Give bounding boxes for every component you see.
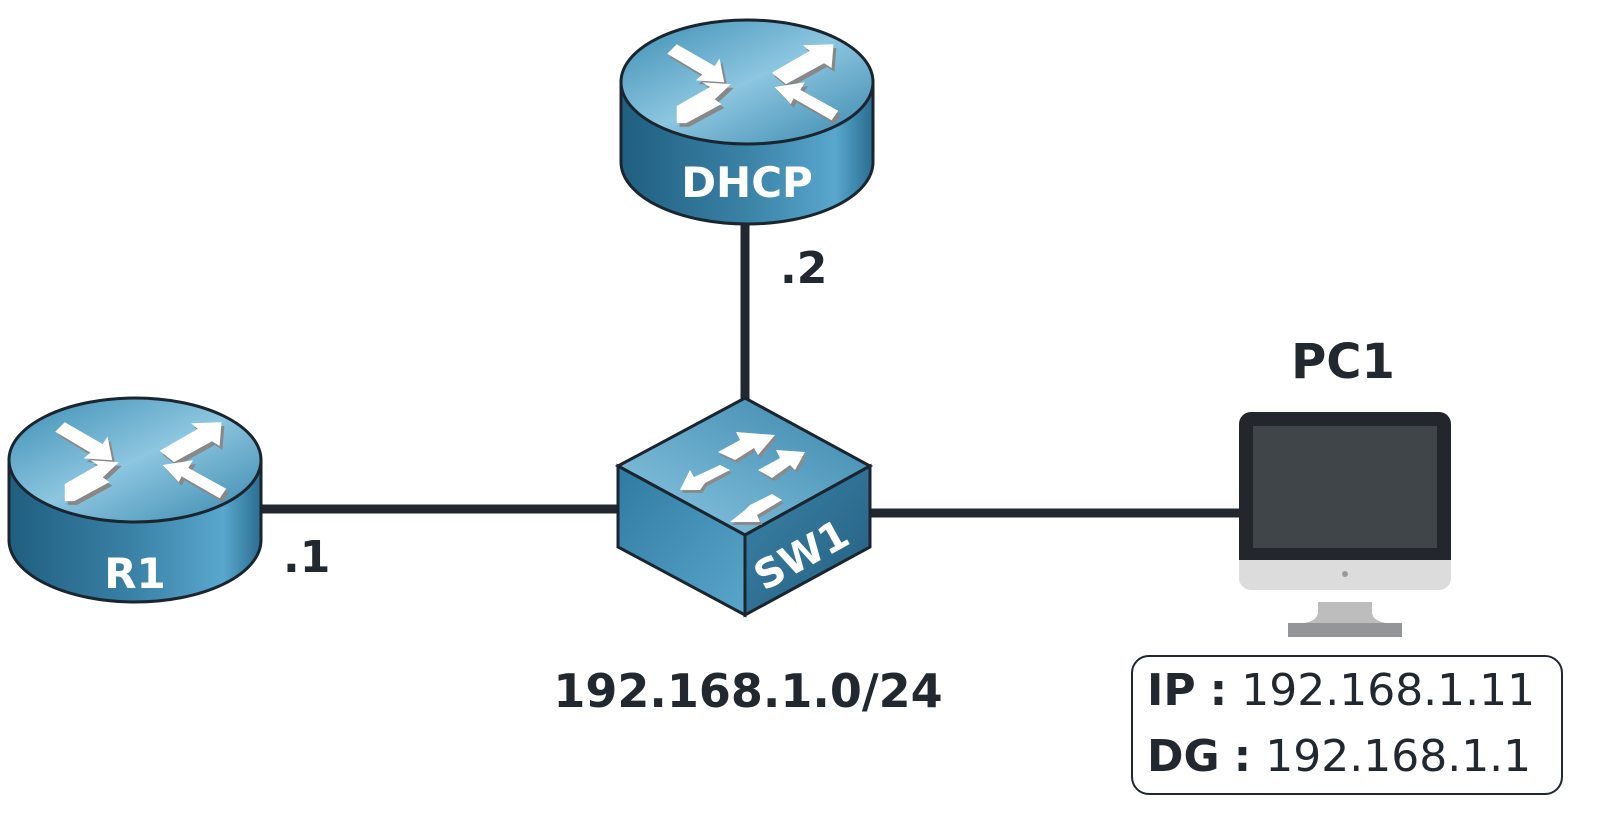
pc1-ip-row: IP : 192.168.1.11: [1147, 665, 1535, 716]
dhcp-label: DHCP: [681, 158, 813, 207]
pc1-label: PC1: [1291, 334, 1395, 390]
router-r1-icon[interactable]: R1: [7, 396, 263, 604]
switch-sw1-icon[interactable]: SW1: [614, 396, 874, 618]
pc1-dg-row: DG : 192.168.1.1: [1147, 731, 1531, 782]
ip-key: IP: [1147, 665, 1196, 716]
dhcp-interface-ip: .2: [780, 243, 827, 294]
network-label: 192.168.1.0/24: [553, 664, 942, 718]
router-dhcp-icon[interactable]: DHCP: [619, 18, 875, 226]
dg-key: DG: [1147, 731, 1220, 782]
ip-sep: :: [1209, 665, 1228, 716]
pc1-info-box: IP : 192.168.1.11 DG : 192.168.1.1: [1131, 655, 1563, 795]
ip-value: 192.168.1.11: [1241, 665, 1536, 716]
r1-interface-ip: .1: [283, 532, 330, 583]
dg-sep: :: [1233, 731, 1252, 782]
r1-label: R1: [104, 549, 166, 598]
dg-value: 192.168.1.1: [1265, 731, 1532, 782]
pc1-monitor-icon[interactable]: [1239, 412, 1451, 637]
